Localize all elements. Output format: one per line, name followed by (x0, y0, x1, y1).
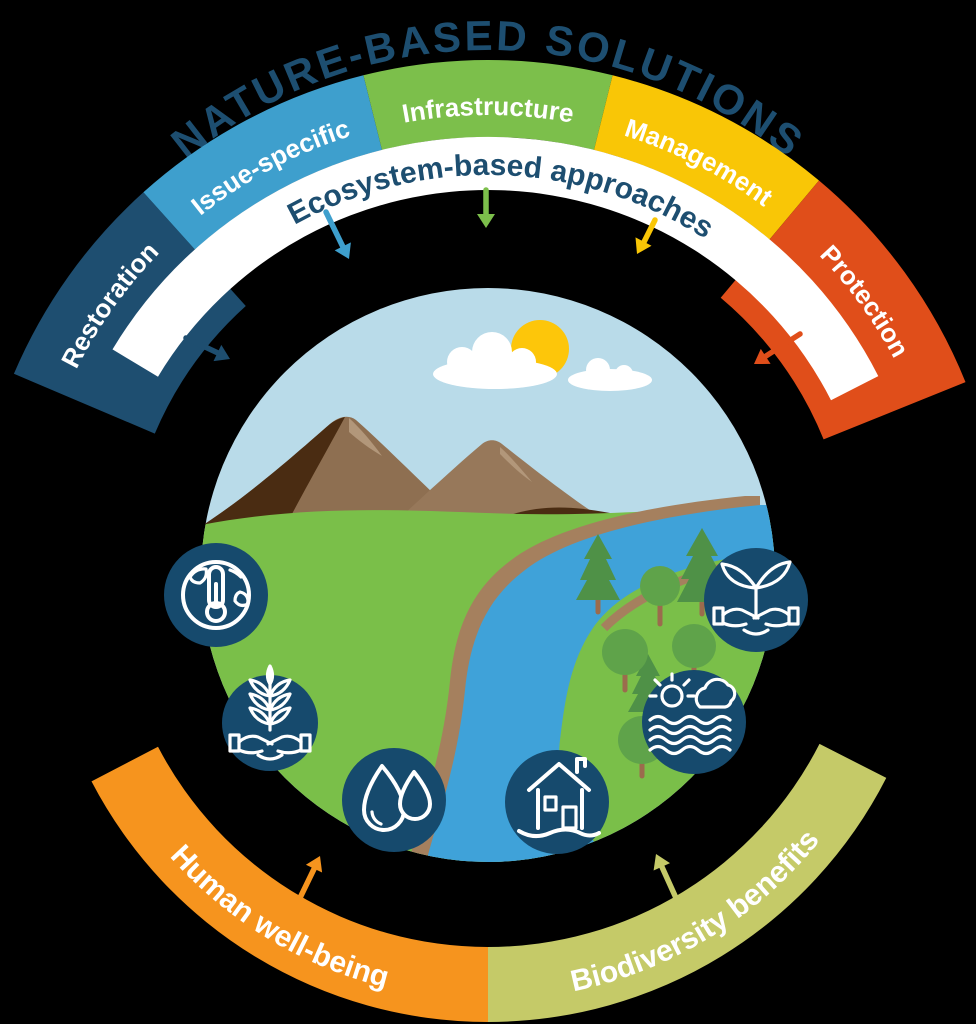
left-hand (228, 733, 274, 755)
top-arc-ring (13, 59, 966, 440)
globe-thermometer-icon (181, 560, 251, 630)
issue-specific-arrow (323, 209, 351, 259)
seedling-hands-badge (704, 548, 808, 652)
right-hand (266, 733, 312, 755)
sun-waves-badge (642, 670, 746, 774)
pine-tree (576, 534, 620, 600)
segment-restoration (13, 192, 246, 434)
sun-waves-icon (648, 672, 737, 756)
water-drops-badge (342, 748, 446, 852)
segment-infrastructure (363, 59, 613, 150)
globe-thermometer-badge (164, 543, 268, 647)
protection-arrow (754, 331, 803, 364)
arc-human-well-being (91, 746, 488, 1022)
ecosystem-band (112, 136, 879, 401)
round-tree (672, 624, 716, 668)
round-tree (640, 566, 680, 606)
seedling-hands-icon (712, 560, 800, 636)
icon-circle (342, 748, 446, 852)
biodiversity-benefits-arrow (653, 854, 679, 901)
water-drops-icon (362, 764, 432, 832)
house-icon (517, 757, 601, 838)
human-well-being-arrow (295, 856, 323, 905)
plant-hands-badge (222, 664, 318, 771)
segment-management (594, 75, 819, 240)
infrastructure-arrow (477, 187, 495, 228)
management-arrow (635, 217, 658, 254)
right-hand (752, 606, 800, 628)
segment-issue-specific (143, 75, 382, 250)
plant-hands-icon (228, 664, 312, 761)
segment-protection (720, 180, 966, 440)
left-hand (712, 606, 760, 628)
cloud (433, 332, 652, 391)
restoration-arrow (183, 335, 230, 362)
round-tree (602, 629, 648, 675)
house-badge (505, 750, 609, 854)
arc-biodiversity-benefits (488, 743, 887, 1022)
